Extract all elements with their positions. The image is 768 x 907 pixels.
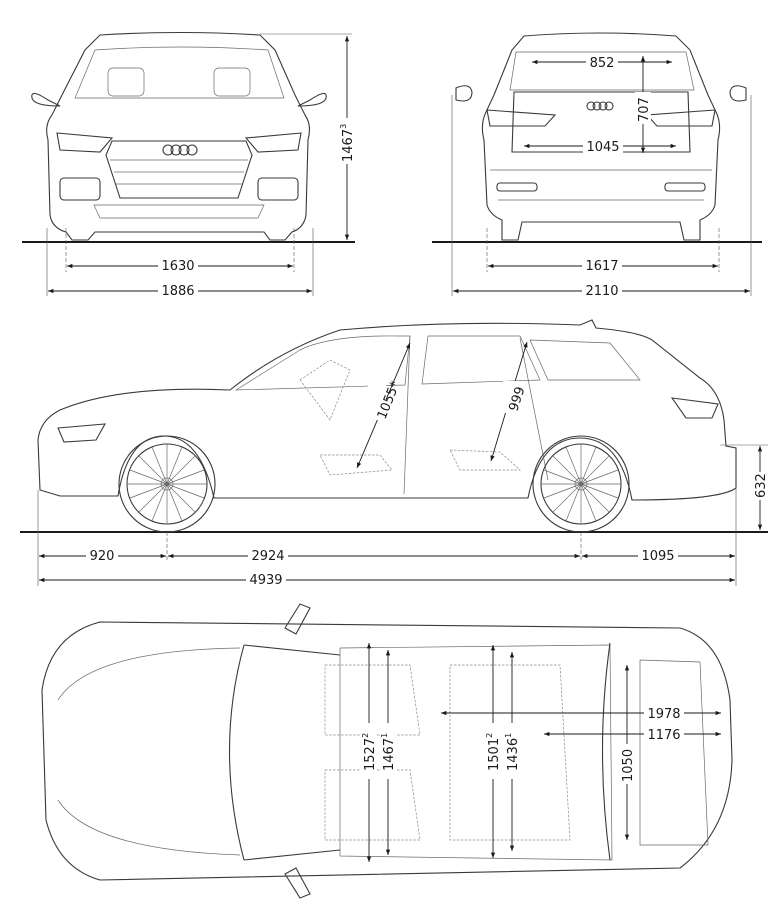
- front-seat-right: [213, 67, 251, 97]
- rear-window: [509, 51, 695, 91]
- rear-roof-edge: [601, 642, 611, 861]
- fog-light-left: [59, 177, 101, 201]
- shoulder-rear-label: 15012: [485, 733, 502, 771]
- elbow-front-label: 14671: [380, 733, 397, 771]
- side-headlight: [57, 423, 106, 443]
- c-pillar: [519, 337, 549, 481]
- hood-lines: [57, 647, 241, 856]
- rear-body-outline: [481, 32, 721, 241]
- windshield-base: [229, 644, 245, 861]
- four-rings-logo-icon: [162, 144, 198, 156]
- rear-width-label: 2110: [585, 284, 618, 299]
- front-seat-left: [107, 67, 145, 97]
- headlight-right: [244, 132, 302, 153]
- loading-width-bottom-label: 1045: [586, 140, 619, 155]
- quarter-window: [529, 339, 641, 381]
- loading-width-top-label: 852: [590, 56, 615, 71]
- taillight-right: [645, 109, 716, 127]
- headroom-rear-label: 999: [507, 385, 529, 413]
- wheel-arch-width-label: 1050: [621, 749, 636, 782]
- front-width-label: 1886: [161, 284, 194, 299]
- side-view: 1055* 999 632 920 2924 1095 4939: [20, 319, 768, 588]
- rear-mirror-left-icon: [455, 85, 473, 102]
- rear-rings-logo-icon: [586, 101, 614, 111]
- front-height-label: 14673: [339, 124, 356, 162]
- front-overhang-label: 920: [90, 549, 115, 564]
- b-pillar: [403, 335, 411, 495]
- front-track-label: 1630: [161, 259, 194, 274]
- rear-bench-outline: [449, 664, 571, 841]
- tailgate-opening: [511, 91, 691, 153]
- rear-track-label: 1617: [585, 259, 618, 274]
- top-view: 15272 14671 15012 14361 1978 1176 1050: [41, 603, 733, 899]
- top-mirror-left-icon: [284, 603, 311, 635]
- rear-wheel: [532, 435, 630, 533]
- mirror-right-icon: [297, 92, 327, 107]
- exhaust-right: [664, 182, 706, 192]
- rear-seat-outline: [449, 449, 521, 471]
- fog-light-right: [257, 177, 299, 201]
- headlight-left: [56, 132, 114, 153]
- rear-view: 852 707 1045 1617 2110: [432, 32, 762, 299]
- rear-mirror-right-icon: [729, 85, 747, 102]
- mirror-left-icon: [31, 92, 61, 107]
- front-body-outline: [46, 31, 311, 241]
- cargo-area: [639, 659, 709, 846]
- loading-height-label: 707: [637, 97, 652, 122]
- load-length-label: 1176: [647, 728, 680, 743]
- load-length-folded-label: 1978: [647, 707, 680, 722]
- front-view: 14673 1630 1886: [22, 31, 356, 299]
- rear-overhang-label: 1095: [641, 549, 674, 564]
- sill-height-label: 632: [754, 473, 768, 498]
- shoulder-front-label: 15272: [361, 733, 378, 771]
- overall-length-label: 4939: [249, 573, 282, 588]
- a-pillars: [243, 644, 341, 861]
- exhaust-left: [496, 182, 538, 192]
- elbow-rear-label: 14361: [504, 733, 521, 771]
- side-taillight: [670, 397, 719, 419]
- front-wheel: [118, 435, 216, 533]
- front-windshield: [74, 46, 285, 99]
- top-mirror-right-icon: [284, 867, 311, 899]
- rear-side-window: [421, 335, 541, 385]
- top-body-outline: [41, 621, 733, 881]
- taillight-left: [486, 109, 557, 127]
- wheelbase-label: 2924: [251, 549, 284, 564]
- front-side-window: [234, 335, 411, 391]
- roof-outline: [339, 644, 613, 861]
- front-grille: [105, 140, 253, 199]
